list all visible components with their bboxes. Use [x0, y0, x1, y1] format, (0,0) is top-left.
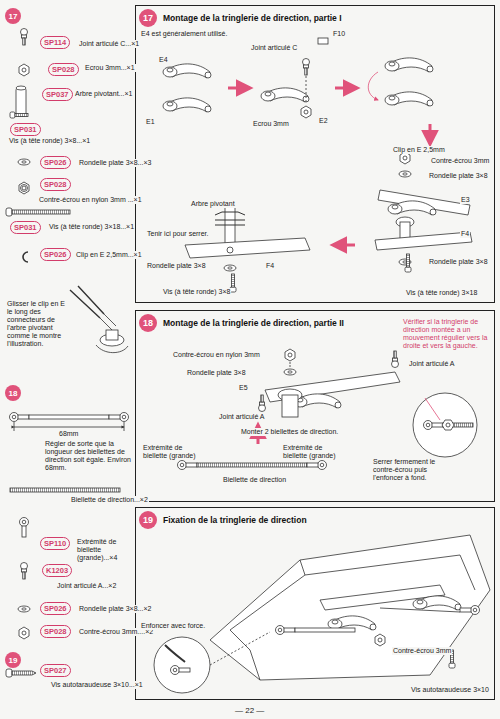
part-label: E1	[145, 118, 156, 126]
part-code: SP028	[48, 63, 79, 76]
part-code: K1203	[42, 564, 72, 577]
part-label: Rondelle plate 3×8	[146, 262, 207, 270]
part-label: Clip en E 2,5mm...×1	[75, 251, 143, 259]
part-code-text: SP031	[14, 125, 37, 134]
part-label: F4	[460, 230, 470, 238]
part-label: Joint articulé A	[218, 413, 266, 421]
part-code: SP110	[40, 537, 70, 550]
step-title: Montage de la tringlerie de direction, p…	[163, 13, 342, 23]
step-number-text: 17	[9, 12, 18, 21]
part-label: E5	[238, 384, 249, 392]
step-number: 19	[5, 652, 21, 668]
part-label: Glisser le clip en E le long des connect…	[6, 300, 66, 348]
part-label: Serrer fermement le contre-écrou puis l'…	[372, 458, 444, 482]
part-label: Vis autotaraudeuse 3×10	[410, 686, 490, 694]
part-label: Tenir ici pour serrer.	[146, 230, 209, 238]
part-label: 68mm	[58, 430, 79, 438]
step-number-text: 19	[9, 656, 18, 665]
part-label: F10	[332, 30, 346, 38]
part-code: SP026	[40, 156, 71, 169]
part-label: Joint articulé A...×2	[56, 582, 117, 590]
part-label: Arbre pivotant	[190, 200, 236, 208]
step-number: 17	[139, 9, 157, 27]
part-label: Joint articulé A	[408, 360, 456, 368]
part-code-text: SP027	[44, 666, 67, 675]
part-code-text: SP026	[44, 250, 67, 259]
part-code: SP027	[40, 664, 71, 677]
step-title: Montage de la tringlerie de direction, p…	[163, 318, 344, 328]
part-code: SP026	[40, 248, 71, 261]
step-panel: 19 Fixation de la tringlerie de direction	[135, 507, 495, 700]
part-label: Vis (à tête ronde) 3×18	[405, 289, 478, 297]
part-code-text: SP026	[44, 604, 67, 613]
part-code-text: SP110	[44, 539, 66, 548]
part-code: SP028	[40, 178, 71, 191]
part-label: E2	[318, 117, 329, 125]
part-code: SP037	[42, 88, 73, 101]
part-code: SP114	[40, 36, 70, 49]
part-label: Extrémité de biellette (grande)...×4	[76, 538, 134, 562]
step-number: 18	[5, 385, 21, 401]
part-label: Arbre pivotant...×1	[74, 90, 133, 98]
part-label: Extrémité de biellette (grande)	[282, 444, 344, 460]
part-label: Rondelle plate 3×8...×2	[78, 605, 152, 613]
part-code-text: SP028	[44, 627, 67, 636]
part-label: Ecrou 3mm...×1	[84, 64, 136, 72]
part-label: Contre-écrou 3mm	[392, 647, 452, 655]
part-label: Clip en E 2,5mm	[392, 146, 446, 154]
part-label: E4 est généralement utilisé.	[140, 30, 228, 38]
part-label: Ecrou 3mm	[252, 120, 290, 128]
part-code-text: SP114	[44, 38, 66, 47]
step-panel: 18 Montage de la tringlerie de direction,…	[135, 310, 495, 502]
step-number: 19	[139, 511, 157, 529]
part-label: Contre-écrou en nylon 3mm ...×1	[38, 196, 143, 204]
part-code-text: SP028	[52, 65, 75, 74]
part-label: Rondelle plate 3×8	[186, 369, 247, 377]
part-label: Rondelle plate 3×8	[428, 172, 489, 180]
part-code-text: SP028	[44, 180, 67, 189]
part-label: Monter 2 biellettes de direction.	[240, 428, 339, 436]
part-label: Biellette de direction	[222, 476, 287, 484]
part-label: Vis autotaraudeuse 3×10...×1	[50, 681, 144, 689]
part-label: Vis (à tête ronde) 3×18...×1	[48, 223, 135, 231]
part-label: Contre-écrou en nylon 3mm	[172, 351, 261, 359]
part-label: Enfoncer avec force.	[140, 622, 206, 630]
part-label: Extrémité de biellette (grande)	[142, 444, 204, 460]
part-code: SP031	[10, 123, 41, 136]
part-code: SP031	[10, 221, 41, 234]
step-number-text: 18	[9, 389, 18, 398]
part-code: SP026	[40, 602, 71, 615]
part-label: Rondelle plate 3×8...×3	[78, 159, 152, 167]
part-label: Vérifier si la tringlerie de direction m…	[402, 318, 492, 350]
step-number: 18	[139, 314, 157, 332]
part-label: Vis (à tête ronde) 3×8...×1	[8, 137, 91, 145]
part-label: Régler de sorte que la longueur des biel…	[44, 440, 132, 472]
part-code-text: SP031	[14, 223, 37, 232]
part-code-text: K1203	[46, 566, 68, 575]
part-label: Joint articulé C	[250, 44, 298, 52]
part-label: Rondelle plate 3×8	[428, 258, 489, 266]
part-label: Contre-écrou 3mm....×2	[78, 628, 154, 636]
part-label: Biellette de direction...×2	[70, 496, 149, 504]
part-code-text: SP026	[44, 158, 67, 167]
part-code-text: SP037	[46, 90, 69, 99]
part-label: Contre-écrou 3mm	[430, 157, 490, 165]
step-title: Fixation de la tringlerie de direction	[163, 515, 307, 525]
step-panel: 17 Montage de la tringlerie de direction,…	[135, 5, 495, 303]
part-label: E3	[460, 196, 471, 204]
part-label: Joint articulé C...×1	[78, 40, 140, 48]
part-label: Vis (à tête ronde) 3×8	[162, 288, 231, 296]
page-number: — 22 —	[234, 706, 265, 715]
part-label: F4	[265, 262, 275, 270]
part-label: E4	[158, 56, 169, 64]
step-number: 17	[5, 8, 21, 24]
part-code: SP028	[40, 625, 71, 638]
